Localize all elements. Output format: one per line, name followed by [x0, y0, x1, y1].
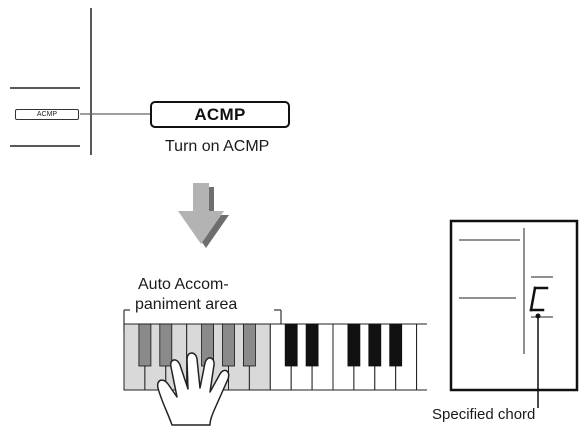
- black-key: [159, 323, 173, 367]
- hand-icon: [156, 352, 230, 426]
- acmp-panel-button[interactable]: ACMP: [15, 109, 79, 120]
- keyboard: [123, 322, 448, 392]
- black-key: [389, 323, 403, 367]
- down-arrow-icon: [178, 183, 229, 248]
- black-key: [138, 323, 152, 367]
- area-label-line2: paniment area: [133, 296, 240, 315]
- panel-excerpt: [10, 8, 92, 155]
- area-label-line1: Auto Accom-: [138, 276, 229, 293]
- acmp-caption: Turn on ACMP: [165, 138, 270, 155]
- black-key: [305, 323, 319, 367]
- keyboard-cutoff: [427, 322, 448, 392]
- acmp-button[interactable]: ACMP: [150, 101, 290, 128]
- black-key: [242, 323, 256, 367]
- black-key: [368, 323, 382, 367]
- chord-callout-dot: [535, 313, 541, 319]
- lcd-display: [449, 219, 579, 408]
- black-key: [222, 323, 235, 367]
- black-key: [347, 323, 361, 367]
- chord-glyph: [529, 286, 549, 312]
- specified-chord-label: Specified chord: [432, 406, 536, 423]
- black-key: [284, 323, 298, 367]
